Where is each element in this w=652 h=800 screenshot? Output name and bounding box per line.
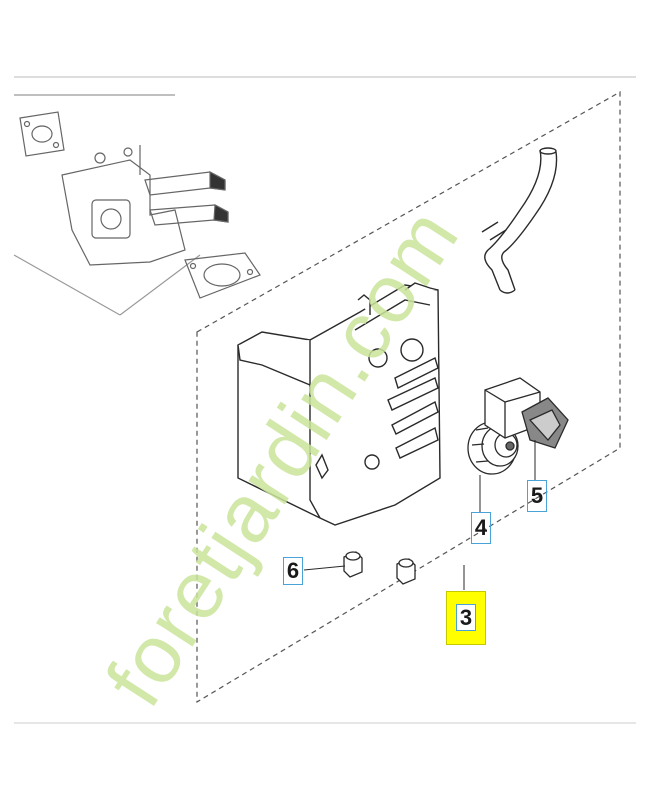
- callout-part-4[interactable]: 4: [471, 512, 491, 544]
- hose-part: [481, 147, 558, 294]
- callout-label: 4: [474, 515, 488, 540]
- callout-label: 6: [286, 558, 300, 583]
- callout-part-5[interactable]: 5: [527, 480, 547, 512]
- leader-lines: [303, 440, 536, 590]
- connector-part: [484, 377, 569, 449]
- callout-part-3[interactable]: 3: [446, 591, 486, 645]
- callout-label: 3: [455, 604, 477, 631]
- callout-label: 5: [530, 483, 544, 508]
- bolt-parts: [343, 551, 416, 585]
- muffler-shroud-part: [237, 282, 441, 526]
- callout-part-6[interactable]: 6: [283, 557, 303, 585]
- carburetor-context-group: [13, 94, 261, 316]
- assembly-dashed-outline: [196, 90, 621, 704]
